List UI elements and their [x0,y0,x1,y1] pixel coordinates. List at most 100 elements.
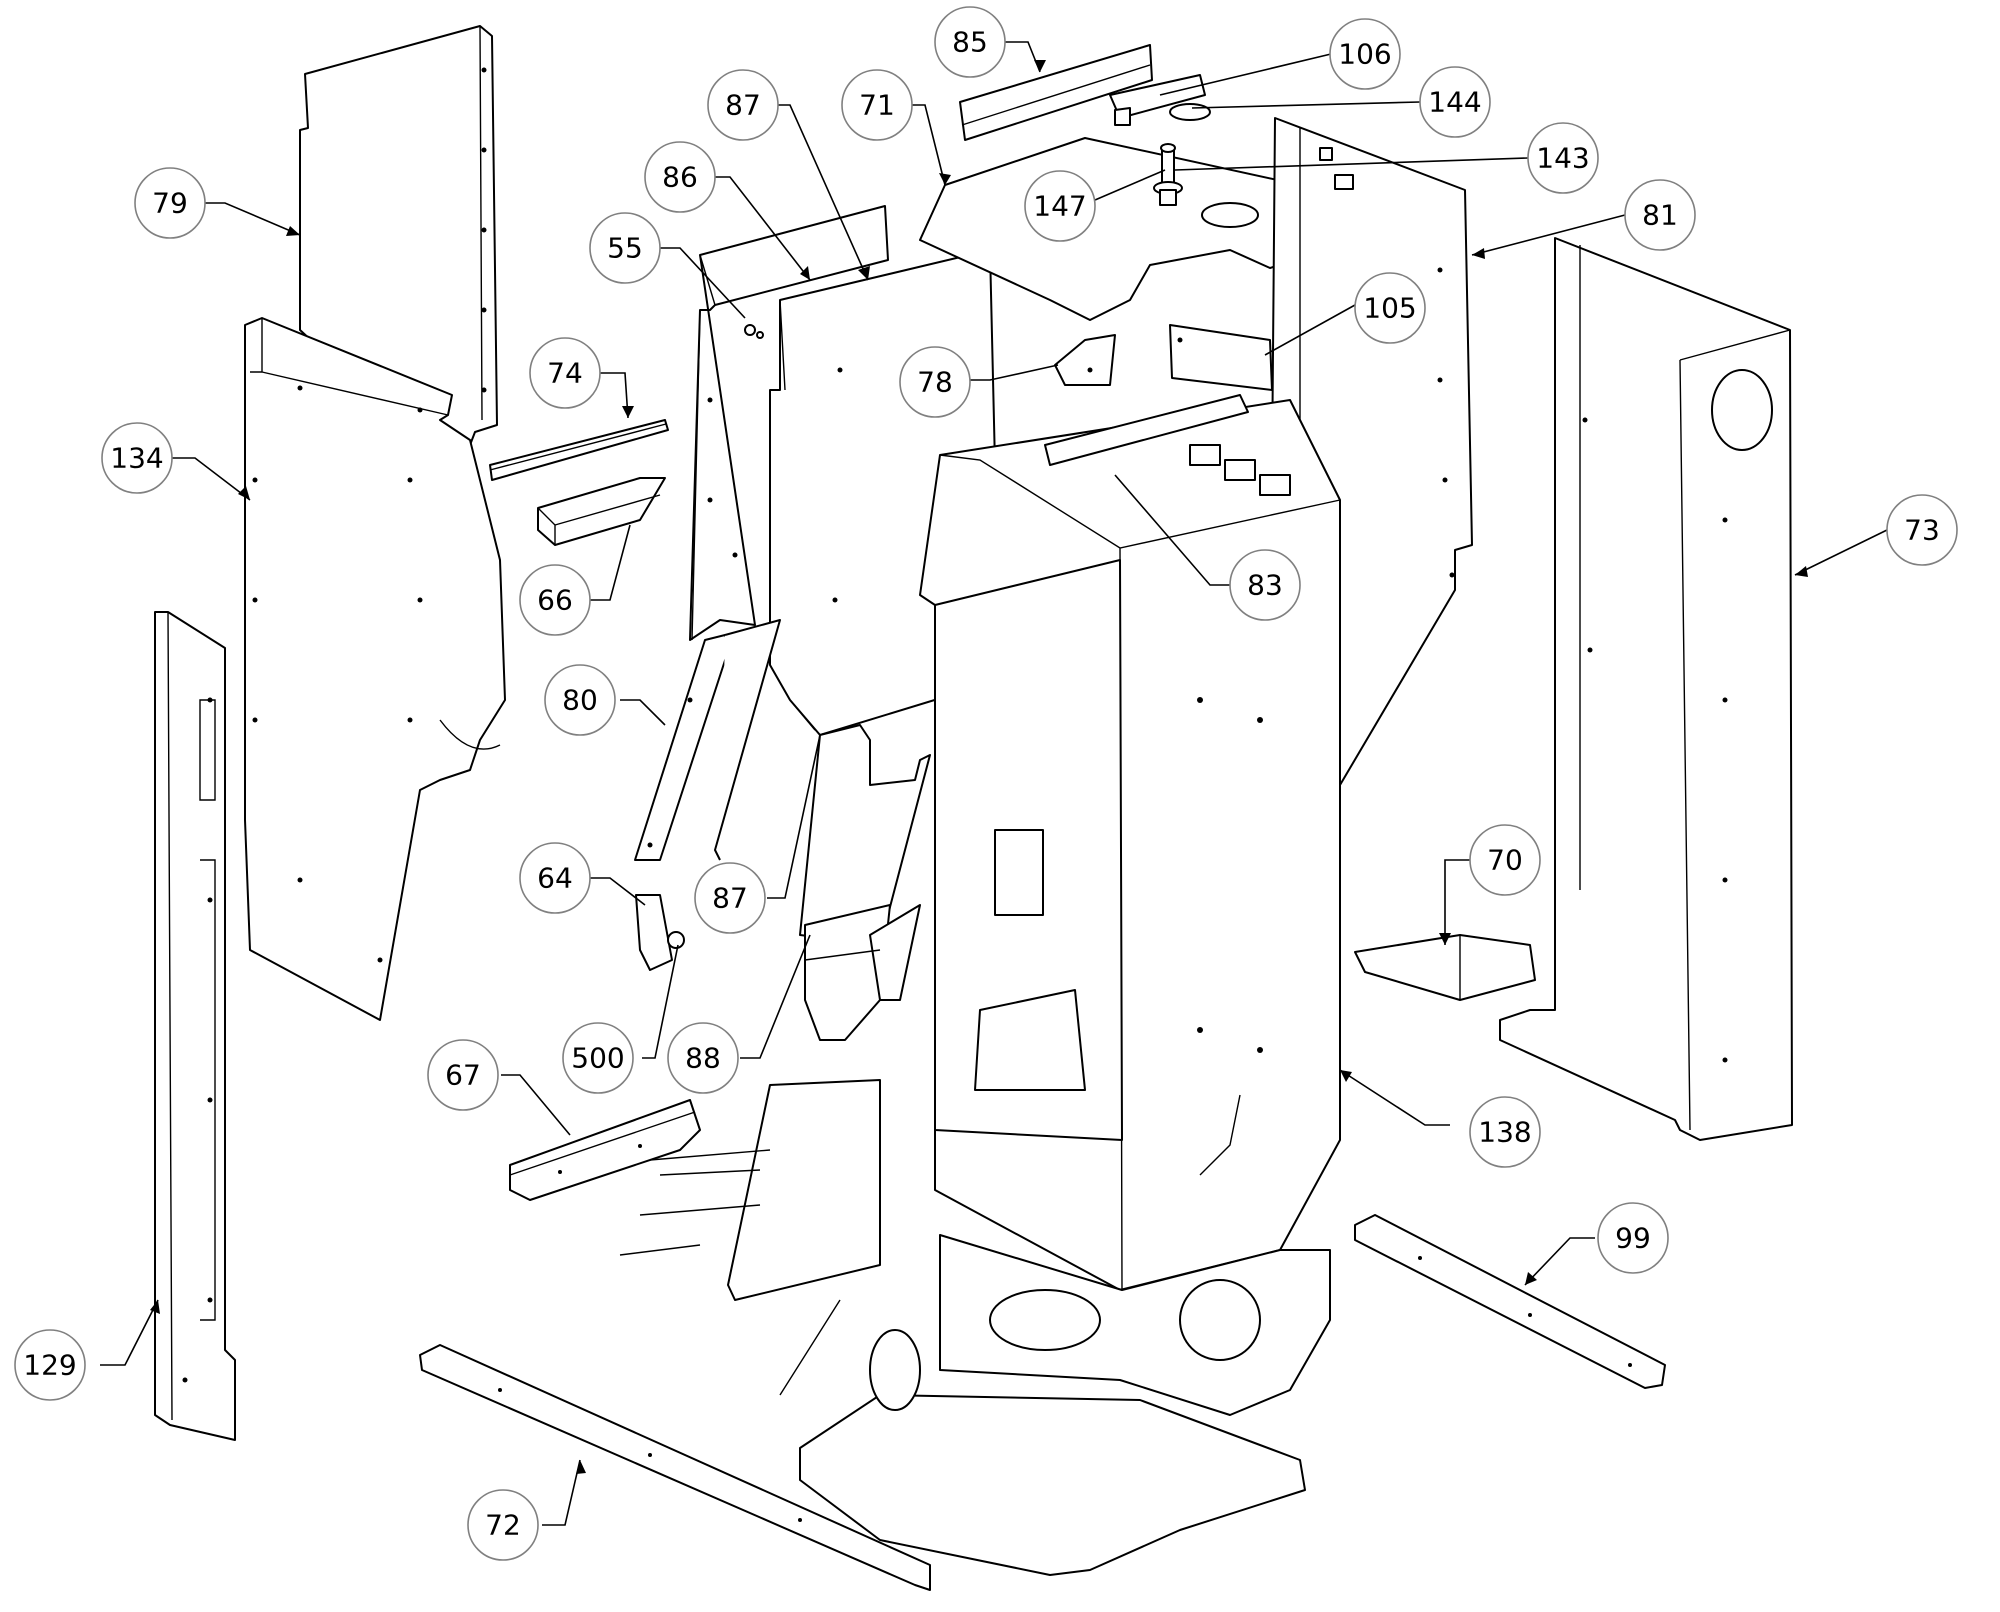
callout-label: 85 [952,26,988,59]
callout-label: 67 [445,1059,481,1092]
part-base-stand [799,1234,1331,1576]
leader-87a [778,104,869,281]
leader-143 [1174,157,1529,171]
leader-85 [1005,41,1041,73]
callout-147: 147 [1024,170,1096,242]
leader-87b [767,734,821,899]
part-105-plate [1169,324,1273,391]
callout-label: 72 [485,1509,521,1542]
callout-label: 74 [547,357,583,390]
leader-138 [1339,1069,1450,1126]
callout-label: 147 [1033,190,1086,223]
part-control-assembly [619,1079,921,1411]
part-134-side-panel [244,317,506,1021]
leader-144 [1191,101,1421,109]
callout-label: 144 [1428,86,1481,119]
callout-500: 500 [562,1022,634,1094]
callout-86: 86 [644,141,716,213]
leader-99 [1524,1237,1595,1286]
callout-label: 106 [1338,38,1391,71]
part-74-bracket [489,419,669,481]
callout-106: 106 [1329,18,1401,90]
leader-129 [100,1299,159,1366]
callout-74: 74 [529,337,601,409]
leader-134 [172,457,251,501]
leader-105 [1264,304,1356,356]
callout-99: 99 [1597,1202,1669,1274]
callout-label: 55 [607,232,643,265]
callout-label: 88 [685,1042,721,1075]
part-66-bracket [537,477,666,546]
callout-73: 73 [1886,494,1958,566]
callout-88: 88 [667,1022,739,1094]
part-83-top-strip [1044,394,1291,496]
callout-label: 138 [1478,1116,1531,1149]
leader-74 [600,372,629,419]
callout-label: 66 [537,584,573,617]
callout-label: 134 [110,442,163,475]
callout-67: 67 [427,1039,499,1111]
part-138-main-body [919,399,1341,1291]
leader-88 [740,934,811,1059]
leader-73 [1794,529,1888,576]
callout-85: 85 [934,6,1006,78]
part-106-bracket [1109,74,1206,126]
callout-label: 78 [917,366,953,399]
leader-79 [205,202,301,236]
callout-55: 55 [589,212,661,284]
callout-label: 500 [571,1042,624,1075]
part-64-clip [635,894,685,971]
leader-64 [590,877,646,906]
callout-87-upper: 87 [707,69,779,141]
callout-70: 70 [1469,824,1541,896]
leader-83 [1114,474,1230,586]
callout-79: 79 [134,167,206,239]
leader-78 [967,364,1059,381]
leader-70 [1444,859,1470,945]
callout-83: 83 [1229,549,1301,621]
part-73-side-column [1499,237,1793,1141]
leader-147 [1094,169,1166,201]
leader-86 [715,176,811,281]
callout-label: 129 [23,1349,76,1382]
leader-81 [1471,214,1626,256]
callout-label: 86 [662,161,698,194]
part-144-bracket [1169,103,1211,121]
callout-label: 73 [1904,514,1940,547]
leader-71 [912,104,946,186]
callout-label: 81 [1642,199,1678,232]
part-80-side-rail [634,619,781,861]
callout-label: 83 [1247,569,1283,602]
leader-67 [501,1074,571,1136]
leader-500 [642,944,679,1059]
callout-64: 64 [519,842,591,914]
part-129-side-strip [154,611,236,1441]
callout-label: 87 [712,882,748,915]
leader-66 [585,524,631,601]
callout-label: 64 [537,862,573,895]
callout-label: 99 [1615,1222,1651,1255]
callout-80: 80 [544,664,616,736]
callout-72: 72 [467,1489,539,1561]
callout-label: 105 [1363,292,1416,325]
callout-81: 81 [1624,179,1696,251]
callout-129: 129 [14,1329,86,1401]
part-85-top-channel [959,44,1153,141]
callout-label: 79 [152,187,188,220]
part-147-valve [1153,143,1183,206]
leader-80 [620,699,666,726]
callout-144: 144 [1419,66,1491,138]
part-78-bracket [1054,334,1116,386]
callout-71: 71 [841,69,913,141]
callout-label: 87 [725,89,761,122]
callout-label: 80 [562,684,598,717]
part-67-mounting-bracket [509,1099,701,1201]
callout-label: 71 [859,89,895,122]
part-88-flue-hood [804,904,921,1041]
callout-134: 134 [101,422,173,494]
part-99-rail [1354,1214,1666,1389]
callout-138: 138 [1469,1096,1541,1168]
leader-55 [660,247,746,319]
part-70-bracket [1354,934,1536,1001]
